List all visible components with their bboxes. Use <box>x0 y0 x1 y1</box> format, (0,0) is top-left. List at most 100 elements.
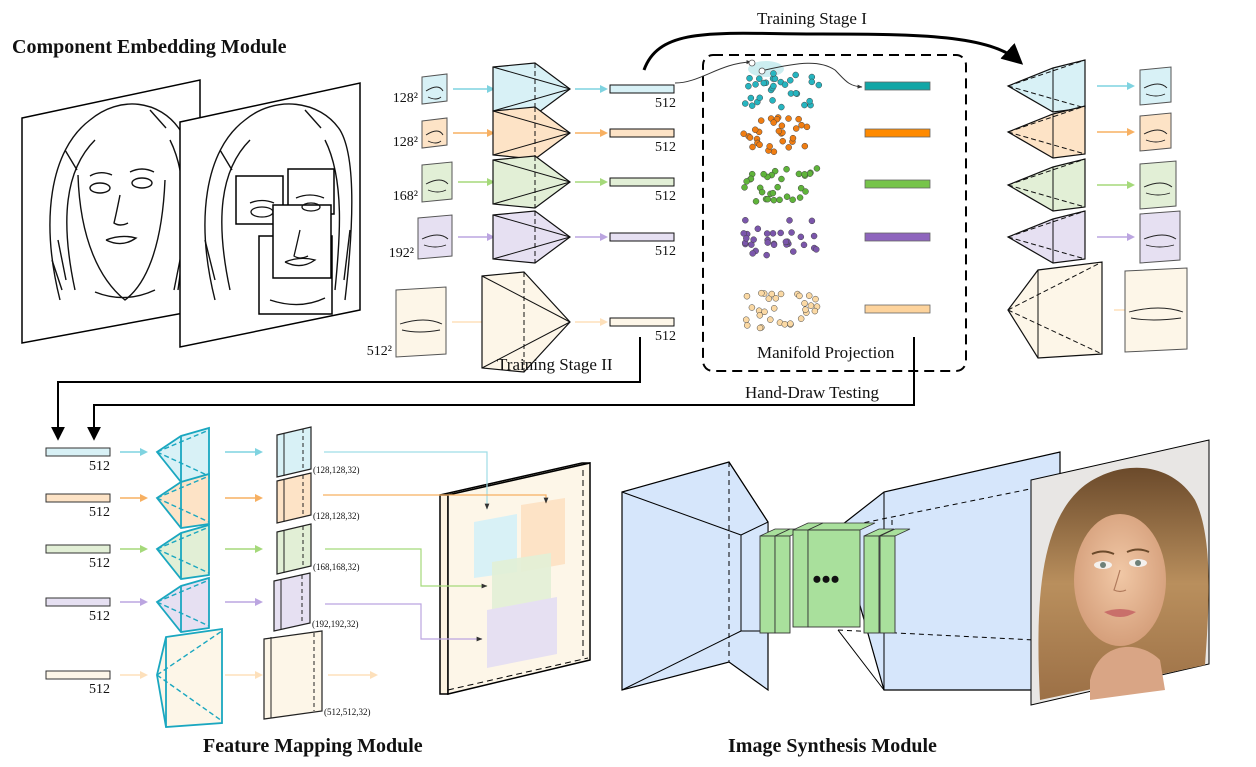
reconstructed-patch-mouth <box>1139 210 1181 264</box>
arrow-head-icon <box>1127 233 1135 241</box>
latent-point <box>813 246 820 253</box>
latent-point <box>796 194 804 201</box>
decoder-block <box>1006 59 1086 113</box>
latent-point <box>748 102 756 109</box>
arrow-head-icon <box>140 671 148 679</box>
component-decoders-stage1 <box>1006 59 1188 359</box>
reconstructed-patch-left-eye <box>1139 66 1172 106</box>
cluster-nose <box>741 165 931 205</box>
arrow-head-icon <box>600 318 608 326</box>
decoder-row-remainder <box>1007 261 1188 359</box>
arrow-head-icon <box>487 178 495 186</box>
latent-point <box>770 82 777 90</box>
latent-point <box>797 184 805 192</box>
sketch-stroke-icon <box>1143 234 1177 248</box>
latent-point <box>808 78 816 86</box>
sketch-full-sheet <box>21 79 201 344</box>
arrow-head-icon <box>600 178 608 186</box>
latent-point <box>769 230 777 237</box>
latent-point <box>746 75 753 82</box>
arrow-head-icon <box>487 129 495 137</box>
latent-point <box>770 70 777 77</box>
latent-point <box>770 148 778 156</box>
arrow-head-icon <box>140 598 148 606</box>
latent-point <box>750 236 757 243</box>
latent-point <box>781 321 789 328</box>
latent-point <box>810 232 818 240</box>
latent-point <box>763 251 770 259</box>
latent-point <box>786 217 793 224</box>
latent-point <box>811 307 819 315</box>
decoder-block <box>1006 210 1086 264</box>
sketch-stroke-icon <box>399 319 443 333</box>
cluster-left-eye <box>742 70 931 111</box>
feature-shape-label: (512,512,32) <box>324 707 371 717</box>
encoder-row-nose: 168² 512 <box>393 155 676 209</box>
latent-point <box>741 184 748 191</box>
residual-block <box>863 528 895 634</box>
latent-point <box>777 229 784 237</box>
vector-dim-label: 512 <box>89 556 110 571</box>
latent-point <box>756 141 763 149</box>
latent-point <box>758 289 765 297</box>
projected-vector-left-eye <box>864 81 931 91</box>
residual-block <box>807 522 876 628</box>
encoder-block <box>481 271 571 373</box>
reconstructed-patch-nose <box>1139 160 1177 210</box>
latent-point <box>743 292 751 300</box>
input-patch-left-eye <box>421 73 448 105</box>
vector-dim-label: 512 <box>89 505 110 520</box>
training-stage-1-arrow <box>642 31 1024 71</box>
encoder-block <box>492 62 572 116</box>
latent-point <box>782 238 790 246</box>
input-size-label: 128² <box>393 91 418 106</box>
latent-point <box>801 101 808 109</box>
latent-point <box>785 115 792 122</box>
latent-point <box>792 125 800 132</box>
input-size-label: 168² <box>393 189 418 204</box>
latent-point <box>792 71 799 79</box>
ellipsis-icon: ••• <box>812 565 839 594</box>
input-patch-mouth <box>417 214 453 260</box>
arrow-head-icon <box>255 598 263 606</box>
sketch-stroke-icon <box>421 234 449 248</box>
latent-point <box>767 316 774 323</box>
input-patch-remainder <box>395 286 447 358</box>
latent-point <box>770 305 778 312</box>
vector-dim-label: 512 <box>655 244 676 259</box>
projected-vector-nose <box>864 179 931 189</box>
arrow-head-icon <box>255 494 263 502</box>
arrow-head-icon <box>1127 128 1135 136</box>
latent-point <box>754 225 762 233</box>
feature-row-mouth: 512(192,192,32) <box>45 572 359 633</box>
feature-map-left-eye <box>276 426 312 478</box>
latent-point <box>774 183 781 191</box>
arrow-head-icon <box>487 85 495 93</box>
latent-point <box>813 165 821 172</box>
latent-point <box>746 134 754 141</box>
input-size-label: 512² <box>367 344 392 359</box>
latent-point <box>808 217 816 225</box>
feature-map-mouth <box>273 572 311 632</box>
latent-point <box>743 322 751 329</box>
arrow-head-icon <box>255 448 263 456</box>
latent-vector <box>609 317 675 327</box>
vector-dim-label: 512 <box>655 189 676 204</box>
latent-point <box>769 189 777 197</box>
latent-point <box>787 320 794 327</box>
feature-row-right-eye: 512(128,128,32) <box>45 472 360 529</box>
arrow-head-icon <box>255 671 263 679</box>
decoder-block <box>1006 105 1086 159</box>
latent-point <box>783 165 790 173</box>
reconstructed-patch-right-eye <box>1139 112 1172 152</box>
arrow-head-icon <box>370 671 378 679</box>
feature-mapping-rows: 512(128,128,32)512(128,128,32)512(168,16… <box>45 426 378 728</box>
latent-point <box>797 315 805 322</box>
arrow-head-icon <box>600 85 608 93</box>
latent-point <box>743 235 750 242</box>
encoder-block <box>492 210 572 264</box>
manifold-projection-box: Manifold Projection <box>674 54 967 372</box>
latent-point <box>756 324 764 332</box>
cluster-right-eye <box>740 114 931 156</box>
